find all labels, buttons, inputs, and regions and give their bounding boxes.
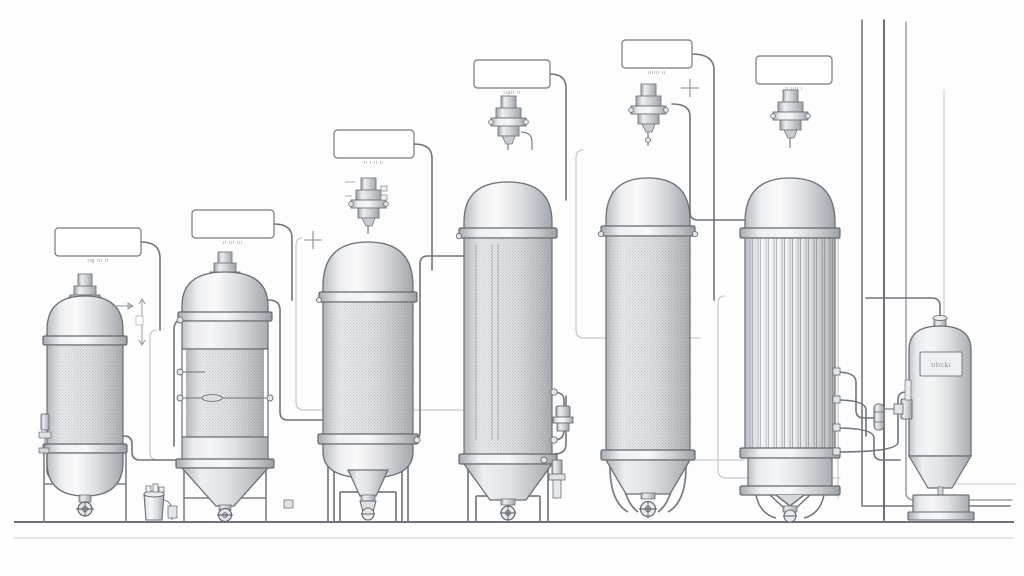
- vessel-4-cone-hopper: [462, 463, 554, 501]
- vessel-2-side-nozzles[interactable]: [176, 316, 274, 402]
- callout-label-2-text: ıı ııı ııı: [223, 240, 243, 246]
- vessel-4-bottom-valve[interactable]: [500, 498, 516, 521]
- vessel-3-side-nozzles[interactable]: [315, 296, 421, 444]
- vessel-2-upper-shell: [181, 320, 269, 350]
- vessel-6-bottom-valve[interactable]: [782, 505, 798, 523]
- side-tank-nameplate: [919, 351, 963, 377]
- vessel-2-group[interactable]: [175, 251, 294, 523]
- vessel-5-left-nozzle[interactable]: [597, 230, 605, 238]
- vessel-3-bottom-flange: [317, 433, 419, 445]
- callout-label-5-text: ıııııı ıı: [648, 70, 666, 76]
- crosshair-marker: [681, 79, 699, 97]
- side-tank-pedestal: [912, 494, 970, 514]
- vessel-1-bottom-dome: [46, 452, 124, 497]
- vessel-6-dome-head: [744, 177, 836, 231]
- side-tank-outlet: [937, 486, 944, 496]
- vessel-1-group[interactable]: [38, 273, 146, 522]
- callout-labels[interactable]: ııɡ ııı ıı ıı ııı ııı ıı ı ıı ıı ııɡıı ı…: [54, 39, 833, 264]
- vessel-6-mid-flange: [739, 447, 841, 459]
- vessel-6-base-flange: [739, 485, 841, 496]
- vessel-2-lower-shell: [181, 436, 269, 462]
- crosshair-marker: [304, 231, 322, 249]
- vessel-4-internal-lines: [475, 244, 499, 440]
- vessel-4-dome-head: [463, 181, 553, 231]
- callout-label-1[interactable]: ııɡ ııı ıı: [54, 227, 142, 264]
- small-pump-unit[interactable]: [143, 483, 178, 521]
- vessel-1-dimension-annotation: [112, 298, 146, 346]
- side-tank-side-valve[interactable]: [884, 379, 913, 420]
- vessel-4-side-control-valve[interactable]: [540, 388, 574, 499]
- vessel-4-group[interactable]: [455, 95, 574, 522]
- vessel-2-body-shading: [186, 349, 264, 437]
- vessel-1-bottom-flange: [42, 443, 128, 454]
- vessel-3-cone-outlet: [347, 469, 389, 497]
- callout-label-6[interactable]: ıı ıııı ı: [755, 55, 833, 92]
- crosshair-markers: [304, 79, 699, 249]
- vessel-3-group[interactable]: [315, 177, 421, 522]
- vessel-2-dome-head: [181, 271, 269, 315]
- vessel-1-side-gauge[interactable]: [38, 413, 52, 454]
- side-tank-inlet: [932, 314, 948, 327]
- side-tank-shell: [908, 325, 972, 457]
- vessel-5-bottom-valve[interactable]: [639, 492, 657, 518]
- vessel-3-dome-head: [322, 241, 414, 295]
- callout-label-1-text: ııɡ ııı ıı: [87, 258, 108, 264]
- vessel-5-top-flange: [600, 225, 696, 237]
- callout-label-3[interactable]: ıı ı ıı ıı: [333, 129, 415, 166]
- vessel-6-inline-filter[interactable]: [873, 403, 885, 431]
- vessel-5-bottom-flange: [600, 449, 696, 461]
- vessel-4-body-shading: [464, 238, 552, 456]
- callout-label-5[interactable]: ıııııı ıı: [621, 39, 693, 76]
- vessel-2-base-marker: [283, 499, 294, 509]
- vessel-1-body-shading: [47, 345, 123, 446]
- vessel-4-left-nozzle[interactable]: [455, 232, 463, 240]
- vessel-2-bottom-flange: [175, 458, 275, 469]
- vessel-2-top-flange: [177, 311, 273, 322]
- vessel-6-body-shading: [745, 238, 835, 450]
- vessel-5-cone-hopper: [604, 459, 692, 495]
- callout-label-4-text: ııɡıı ıı: [503, 90, 520, 96]
- vessel-6-side-nozzles[interactable]: [832, 367, 841, 456]
- side-tank-base-plate: [907, 511, 975, 521]
- vessel-5-dome-head: [605, 177, 691, 229]
- vessel-1-top-flange: [42, 335, 128, 346]
- side-tank-group[interactable]: tılrckı: [884, 314, 975, 521]
- vessel-3-top-valve[interactable]: [345, 177, 389, 234]
- vessel-6-skirt-shell: [747, 457, 833, 489]
- vessel-5-body-shading: [606, 236, 690, 452]
- vessel-6-group[interactable]: [739, 89, 885, 523]
- vessel-4-top-valve[interactable]: [488, 95, 533, 150]
- vessel-5-support-frame: [609, 465, 687, 513]
- vessel-3-top-flange: [318, 291, 418, 303]
- vessel-1-bottom-valve[interactable]: [76, 494, 94, 517]
- callout-label-3-text: ıı ı ıı ıı: [364, 160, 384, 166]
- vessel-5-top-valve[interactable]: [628, 83, 669, 146]
- vessel-2-bottom-valve[interactable]: [217, 504, 233, 523]
- vessel-2-cone-hopper: [180, 467, 270, 507]
- side-tank-nameplate-text: tılrckı: [931, 361, 951, 369]
- side-tank-cone: [907, 455, 973, 489]
- vessel-4-top-flange: [458, 227, 558, 239]
- vessel-6-top-flange: [739, 227, 841, 239]
- vessel-6-top-valve[interactable]: [770, 89, 811, 148]
- vessel-3-bottom-valve[interactable]: [359, 494, 377, 521]
- callout-label-4[interactable]: ııɡıı ıı: [473, 59, 551, 96]
- vessel-5-group[interactable]: [597, 83, 699, 518]
- vessel-5-right-nozzle[interactable]: [691, 230, 699, 238]
- vessel-3-body-shading: [323, 302, 413, 436]
- callout-label-2[interactable]: ıı ııı ııı: [191, 209, 275, 246]
- ground-lines: [14, 521, 1014, 539]
- vessel-1-dome-head: [46, 295, 124, 339]
- callout-label-6-text: ıı ıııı ı: [785, 86, 803, 92]
